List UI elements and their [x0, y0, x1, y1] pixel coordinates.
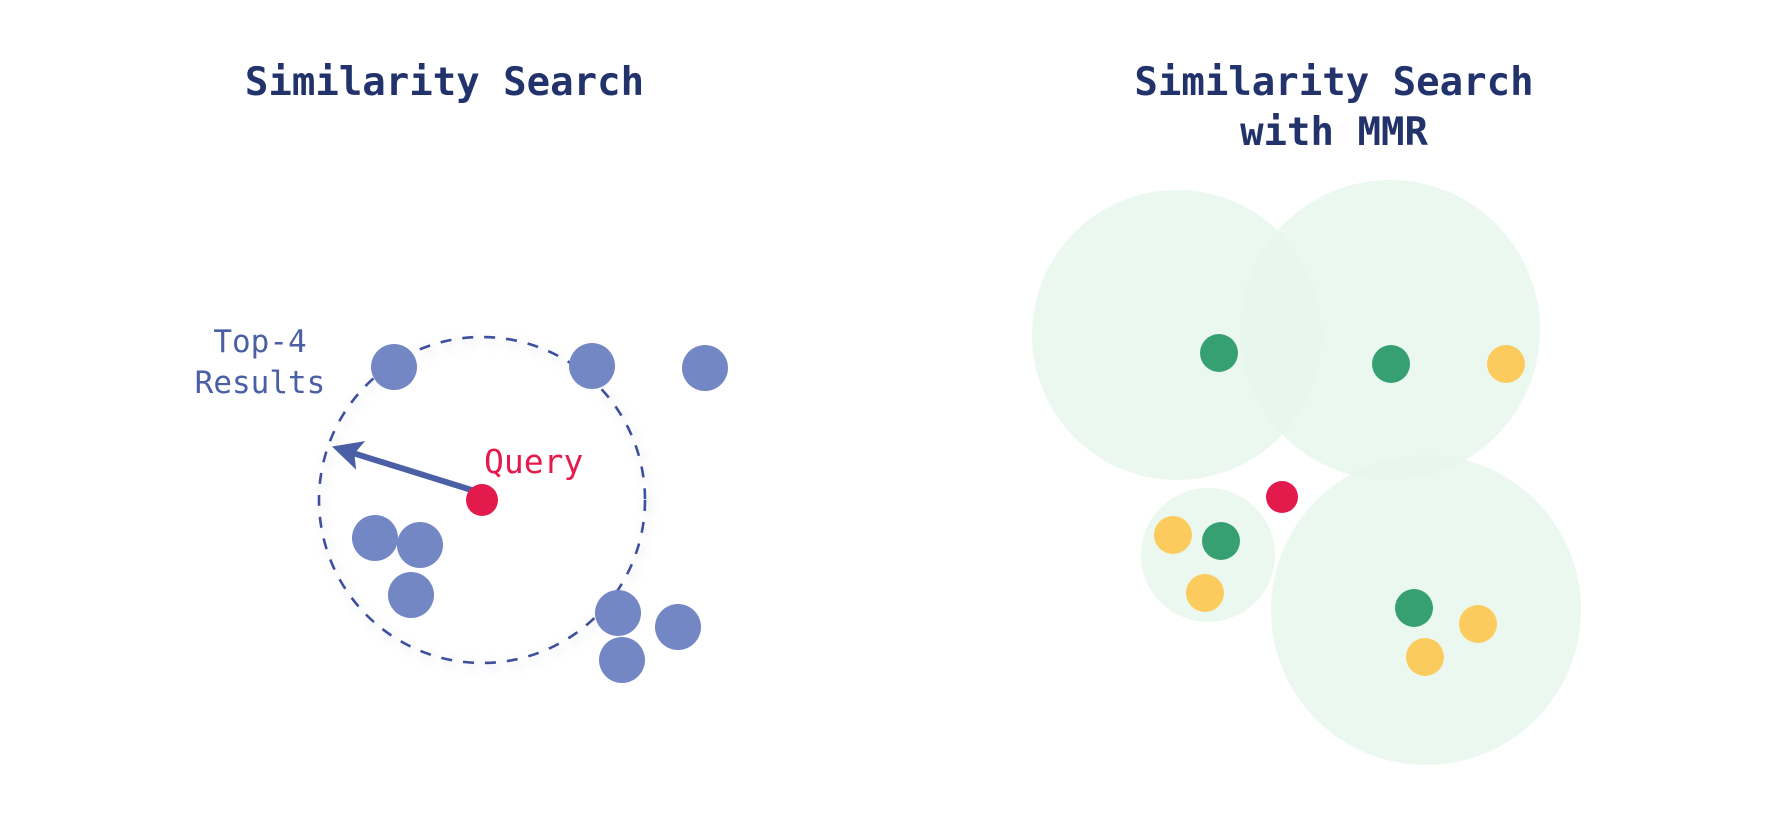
document-point-yellow [1487, 345, 1525, 383]
diversity-cluster [1032, 190, 1322, 480]
panel-similarity-search-mmr: Similarity Search with MMR Top-4 Diverse… [889, 0, 1779, 813]
document-point-green [1372, 345, 1410, 383]
query-label: Query [484, 442, 584, 481]
similarity-radius-arrow [331, 441, 479, 495]
panel-title-similarity-search: Similarity Search [244, 60, 645, 105]
similarity-search-plot [317, 335, 728, 683]
document-point-yellow [1406, 638, 1444, 676]
document-point [682, 345, 728, 391]
query-point-left [466, 484, 498, 516]
document-point-yellow [1186, 574, 1224, 612]
top4-results-label: Top-4 Results [194, 324, 326, 401]
document-point [595, 590, 641, 636]
panel-title-mmr: Similarity Search with MMR [1134, 60, 1534, 155]
document-point [599, 637, 645, 683]
document-point-yellow [1154, 516, 1192, 554]
mmr-plot [1032, 180, 1581, 765]
document-point-green [1200, 334, 1238, 372]
document-point-green [1395, 589, 1433, 627]
document-point [569, 343, 615, 389]
document-point-green [1202, 522, 1240, 560]
document-points-group-mmr [1154, 334, 1525, 676]
document-point [352, 515, 398, 561]
document-points-group [352, 343, 728, 683]
document-point [655, 604, 701, 650]
panel-similarity-search: Similarity Search Top-4 Results Query [0, 0, 889, 813]
diversity-cluster-group [1032, 180, 1581, 765]
document-point-yellow [1459, 605, 1497, 643]
document-point [388, 572, 434, 618]
similarity-radius-circle [317, 335, 647, 665]
document-point [371, 344, 417, 390]
diversity-cluster [1240, 180, 1540, 480]
query-point-right [1266, 481, 1298, 513]
document-point [397, 522, 443, 568]
